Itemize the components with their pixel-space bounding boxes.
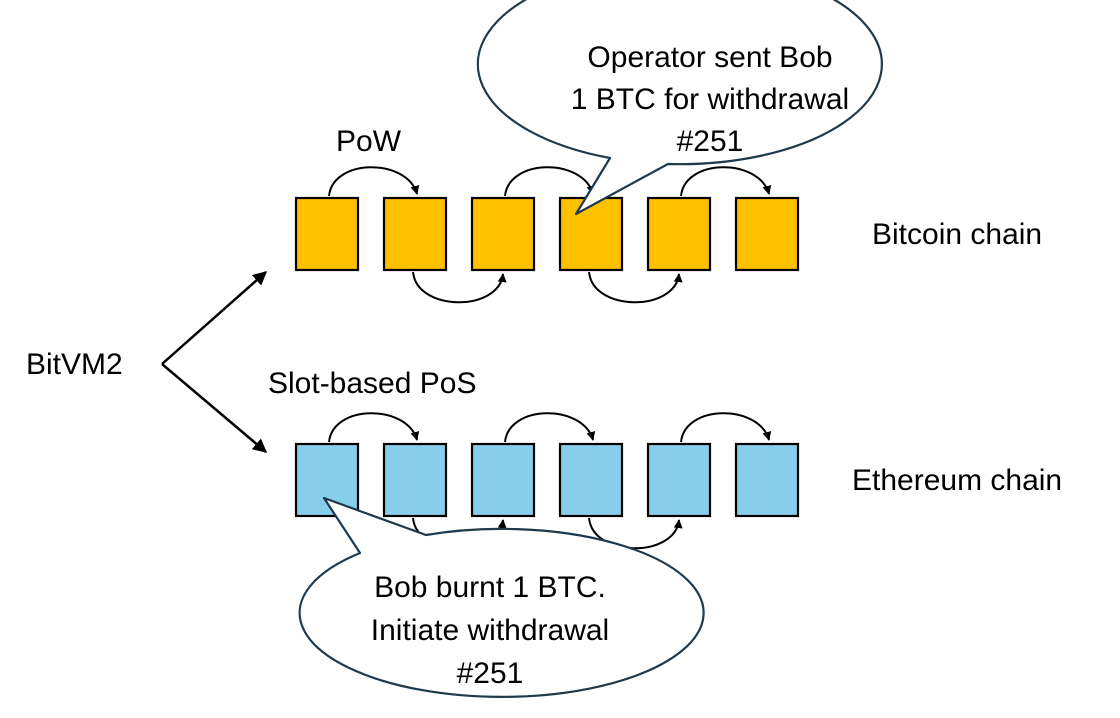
ethereum-block-4 [558, 442, 624, 518]
ethereum-blocks [294, 442, 800, 518]
ethereum-link-4 [588, 517, 683, 550]
ethereum-block-links [328, 412, 772, 550]
ethereum-chain-label: Ethereum chain [852, 464, 1062, 497]
bitcoin-callout: Operator sent Bob 1 BTC for withdrawal #… [476, 0, 883, 216]
ethereum-callout-line-2: Initiate withdrawal [371, 614, 609, 647]
ethereum-block-3 [470, 442, 536, 518]
bitcoin-link-3 [504, 166, 596, 197]
ethereum-consensus-label: Slot-based PoS [268, 367, 476, 400]
ethereum-link-3 [504, 412, 596, 443]
bitcoin-block-2 [382, 196, 448, 272]
bitcoin-chain-label: Bitcoin chain [872, 218, 1042, 251]
ethereum-link-1 [328, 412, 420, 443]
bitcoin-link-4 [588, 271, 683, 304]
arrow-to-bitcoin [161, 271, 268, 365]
bitcoin-block-5 [646, 196, 712, 272]
bitcoin-block-3 [470, 196, 536, 272]
bitcoin-block-4 [558, 196, 624, 272]
ethereum-block-5 [646, 442, 712, 518]
fork-arrows [161, 271, 268, 453]
ethereum-block-1 [294, 442, 360, 518]
bitcoin-blocks [294, 196, 800, 272]
root-label: BitVM2 [26, 348, 123, 381]
bitcoin-callout-shape [476, 0, 883, 216]
bitcoin-callout-line-2: 1 BTC for withdrawal [571, 83, 849, 116]
ethereum-block-6 [734, 442, 800, 518]
bitcoin-block-6 [734, 196, 800, 272]
ethereum-block-2 [382, 442, 448, 518]
arrow-to-ethereum [161, 363, 268, 453]
ethereum-callout-line-1: Bob burnt 1 BTC. [374, 571, 606, 604]
bitcoin-consensus-label: PoW [336, 125, 402, 158]
bitcoin-link-2 [412, 271, 507, 304]
ethereum-callout-line-3: #251 [457, 657, 524, 690]
ethereum-callout-shape [298, 496, 705, 698]
bitcoin-block-1 [294, 196, 360, 272]
bitcoin-link-5 [680, 166, 772, 197]
ethereum-callout: Bob burnt 1 BTC. Initiate withdrawal #25… [298, 496, 705, 698]
bitcoin-callout-line-3: #251 [677, 125, 744, 158]
bitcoin-link-1 [328, 166, 420, 197]
bitcoin-chain: PoW Bitcoin chain [294, 125, 1042, 304]
ethereum-link-5 [680, 412, 772, 443]
bitcoin-block-links [328, 166, 772, 304]
bitcoin-callout-line-1: Operator sent Bob [587, 41, 832, 74]
